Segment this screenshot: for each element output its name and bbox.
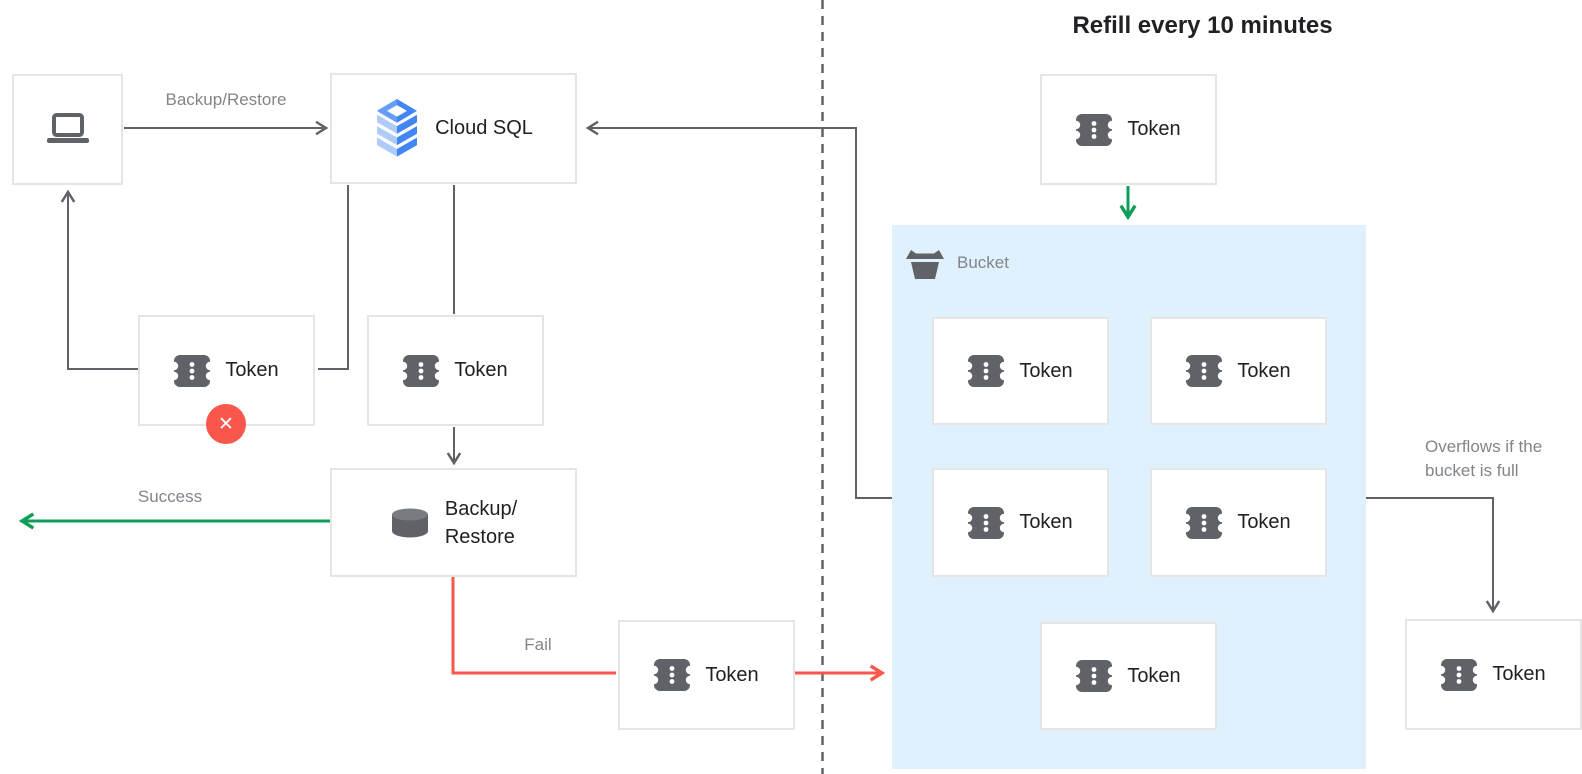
backup-restore-label-line2: Restore xyxy=(444,525,515,548)
wire-bucket-overflow xyxy=(1366,497,1501,614)
wire-fail-to-token xyxy=(451,577,616,675)
backup-restore-label: Backup/ Restore xyxy=(445,495,517,551)
token-box-refill: Token xyxy=(1040,74,1217,185)
token-icon xyxy=(1076,113,1113,146)
token-label: Token xyxy=(1127,118,1181,140)
token-icon xyxy=(654,659,691,691)
token-label: Token xyxy=(1492,663,1546,685)
backup-restore-label-line1: Backup/ xyxy=(444,497,518,520)
token-icon xyxy=(1186,355,1223,387)
token-box-bucket-3: Token xyxy=(932,468,1109,577)
token-label: Token xyxy=(225,359,279,381)
error-badge: ✕ xyxy=(206,404,246,444)
wire-cloudsql-to-denied-token xyxy=(318,185,349,370)
token-label: Token xyxy=(1127,664,1181,687)
wire-denied-token-to-client xyxy=(60,189,138,370)
token-icon xyxy=(1076,660,1113,692)
overflow-note-line1: Overflows if the xyxy=(1425,437,1543,456)
token-icon xyxy=(174,354,211,387)
token-label: Token xyxy=(454,359,508,381)
client-box xyxy=(12,74,123,185)
refill-title: Refill every 10 minutes xyxy=(1072,12,1333,39)
token-label: Token xyxy=(1237,511,1291,533)
token-icon xyxy=(403,354,440,387)
fail-edge-label: Fail xyxy=(524,635,552,654)
success-edge-label: Success xyxy=(137,487,203,506)
overflow-note: Overflows if the bucket is full xyxy=(1425,435,1582,483)
token-label: Token xyxy=(1019,359,1073,382)
token-label: Token xyxy=(1237,359,1291,382)
token-box-bucket-4: Token xyxy=(1150,468,1327,577)
token-label: Token xyxy=(1019,511,1073,533)
bucket-icon xyxy=(906,250,944,279)
request-edge-label: Backup/Restore xyxy=(165,90,287,109)
close-icon: ✕ xyxy=(218,413,234,435)
database-icon xyxy=(391,508,428,537)
token-label: Token xyxy=(705,663,759,686)
backup-restore-box: Backup/ Restore xyxy=(330,468,577,577)
wire-bucket-to-cloudsql xyxy=(585,120,892,499)
token-box-bucket-1: Token xyxy=(932,317,1109,425)
token-box-denied: Token xyxy=(138,315,315,426)
token-icon xyxy=(968,355,1005,387)
bucket-label: Bucket xyxy=(957,253,1009,272)
cloud-sql-label: Cloud SQL xyxy=(435,117,533,139)
overflow-note-line2: bucket is full xyxy=(1425,461,1519,480)
cloud-sql-icon xyxy=(377,99,418,157)
token-box-request: Token xyxy=(367,315,544,426)
cloud-sql-box: Cloud SQL xyxy=(330,73,577,184)
token-icon xyxy=(968,506,1005,539)
token-box-bucket-2: Token xyxy=(1150,317,1327,425)
token-icon xyxy=(1441,658,1478,691)
token-box-fail: Token xyxy=(618,620,795,730)
token-icon xyxy=(1186,506,1223,539)
token-box-bucket-5: Token xyxy=(1040,622,1217,730)
token-box-overflow: Token xyxy=(1405,619,1582,730)
bucket-header: Bucket xyxy=(906,247,1009,279)
laptop-icon xyxy=(46,112,89,143)
